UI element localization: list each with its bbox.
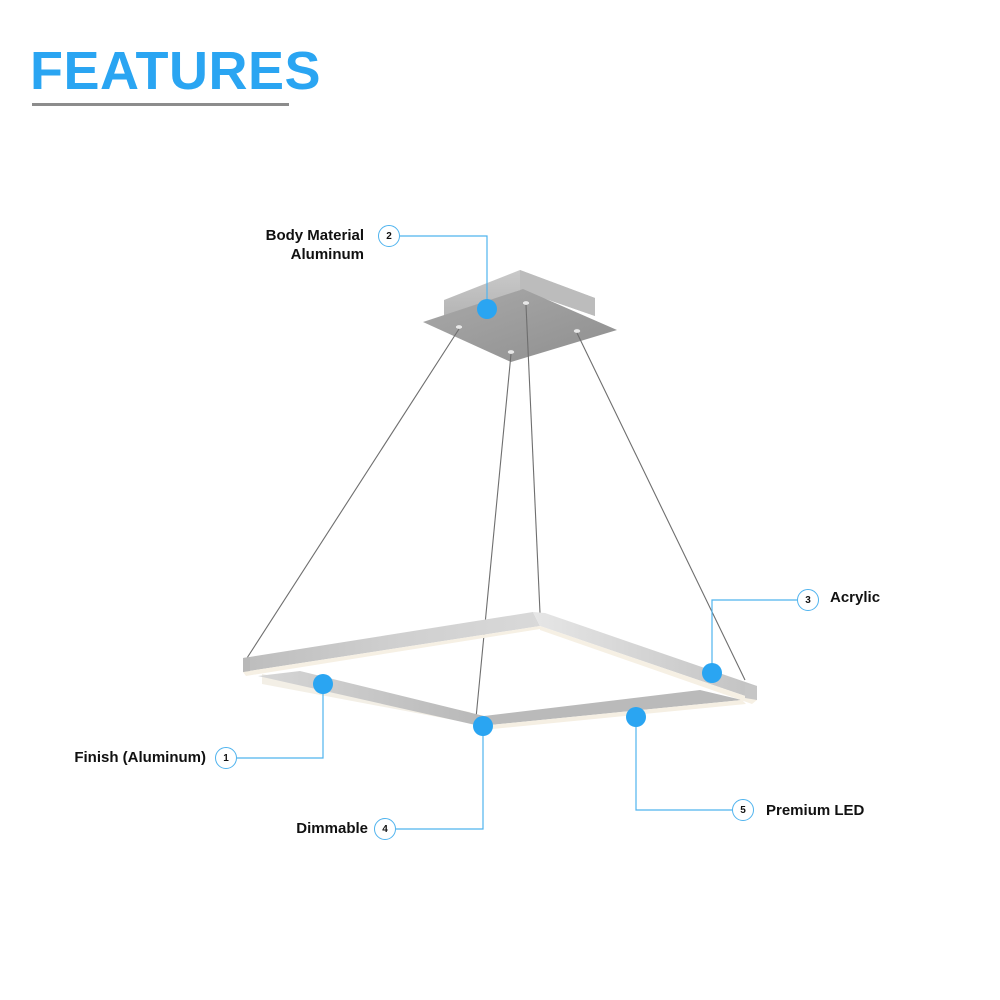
callout-lines [237,235,797,830]
feature-label-body-material: Body Material Aluminum [200,226,364,264]
title-underline [32,103,289,106]
feature-label-finish: Finish (Aluminum) [74,749,206,766]
square-led-frame [243,612,757,730]
feature-label-dimmable: Dimmable [296,820,368,837]
hotspot-acrylic [702,663,722,683]
feature-number-3: 3 [797,589,819,611]
feature-number-5: 5 [732,799,754,821]
feature-label-premium-led: Premium LED [766,802,865,819]
page-title: FEATURES [30,41,322,101]
feature-number-4: 4 [374,818,396,840]
feature-label-body-material-line2: Aluminum [290,246,364,263]
feature-label-acrylic: Acrylic [830,589,881,606]
hotspot-body-material [477,299,497,319]
feature-label-body-material-line1: Body Material [265,227,364,244]
hotspot-finish [313,674,333,694]
ceiling-canopy [423,270,617,362]
hotspot-premium-led [626,707,646,727]
suspension-wires [246,304,746,719]
hotspot-dimmable [473,716,493,736]
feature-number-1: 1 [215,747,237,769]
feature-number-2: 2 [378,225,400,247]
